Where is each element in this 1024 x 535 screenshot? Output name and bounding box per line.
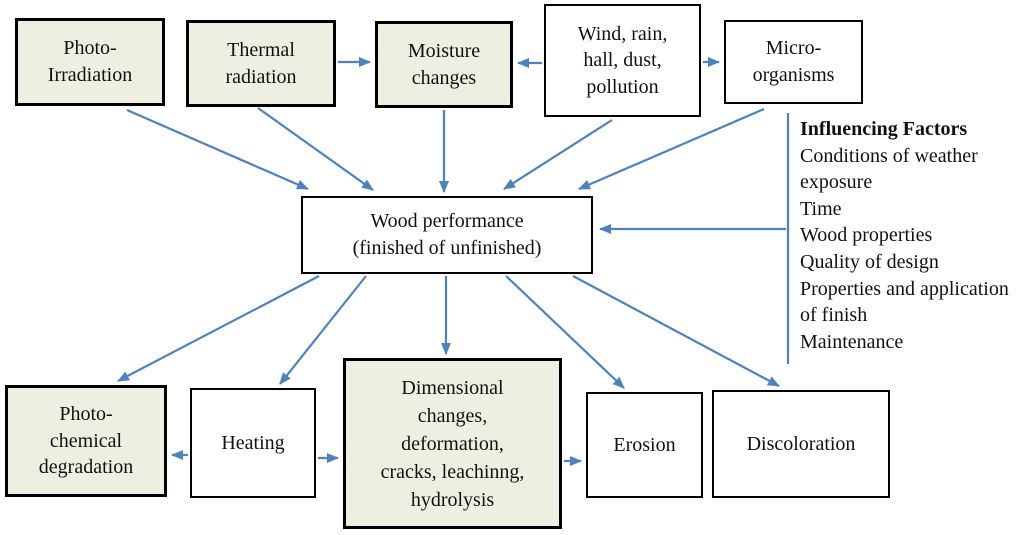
box-erosion: Erosion xyxy=(586,392,703,498)
arrow-wind-to-performance xyxy=(503,119,613,190)
arrow-photoirradiation-to-performance xyxy=(126,108,309,191)
influencing-factor-item: Time xyxy=(800,197,842,220)
arrow-performance-to-photochemical xyxy=(117,275,320,382)
influencing-factor-item: Maintenance xyxy=(800,330,904,353)
influencing-factor-item: Wood properties xyxy=(800,224,933,247)
arrow-performance-to-discoloration xyxy=(572,275,780,387)
box-thermal-radiation: Thermal radiation xyxy=(186,20,336,107)
box-moisture-changes: Moisture changes xyxy=(375,21,513,108)
box-micro-organisms: Micro- organisms xyxy=(724,20,863,104)
influencing-factors-panel: Influencing Factors Conditions of weathe… xyxy=(800,116,1024,355)
influencing-factors-title: Influencing Factors xyxy=(800,118,968,140)
box-photo-irradiation: Photo- Irradiation xyxy=(15,18,165,106)
arrow-thermal-to-performance xyxy=(257,107,374,191)
box-wind-rain-pollution: Wind, rain, hall, dust, pollution xyxy=(544,4,701,117)
influencing-factor-item: Quality of design xyxy=(800,250,939,273)
box-heating: Heating xyxy=(190,388,316,498)
arrow-microorganisms-to-performance xyxy=(578,107,765,191)
box-dimensional-changes: Dimensional changes, deformation, cracks… xyxy=(343,358,562,529)
influencing-factor-item: Properties and application of finish xyxy=(800,277,1009,327)
influencing-factor-item: Conditions of weather exposure xyxy=(800,144,978,194)
box-photo-chemical-degradation: Photo- chemical degradation xyxy=(5,385,167,497)
box-wood-performance: Wood performance (finished of unfinished… xyxy=(301,196,593,274)
box-discoloration: Discoloration xyxy=(712,390,890,498)
